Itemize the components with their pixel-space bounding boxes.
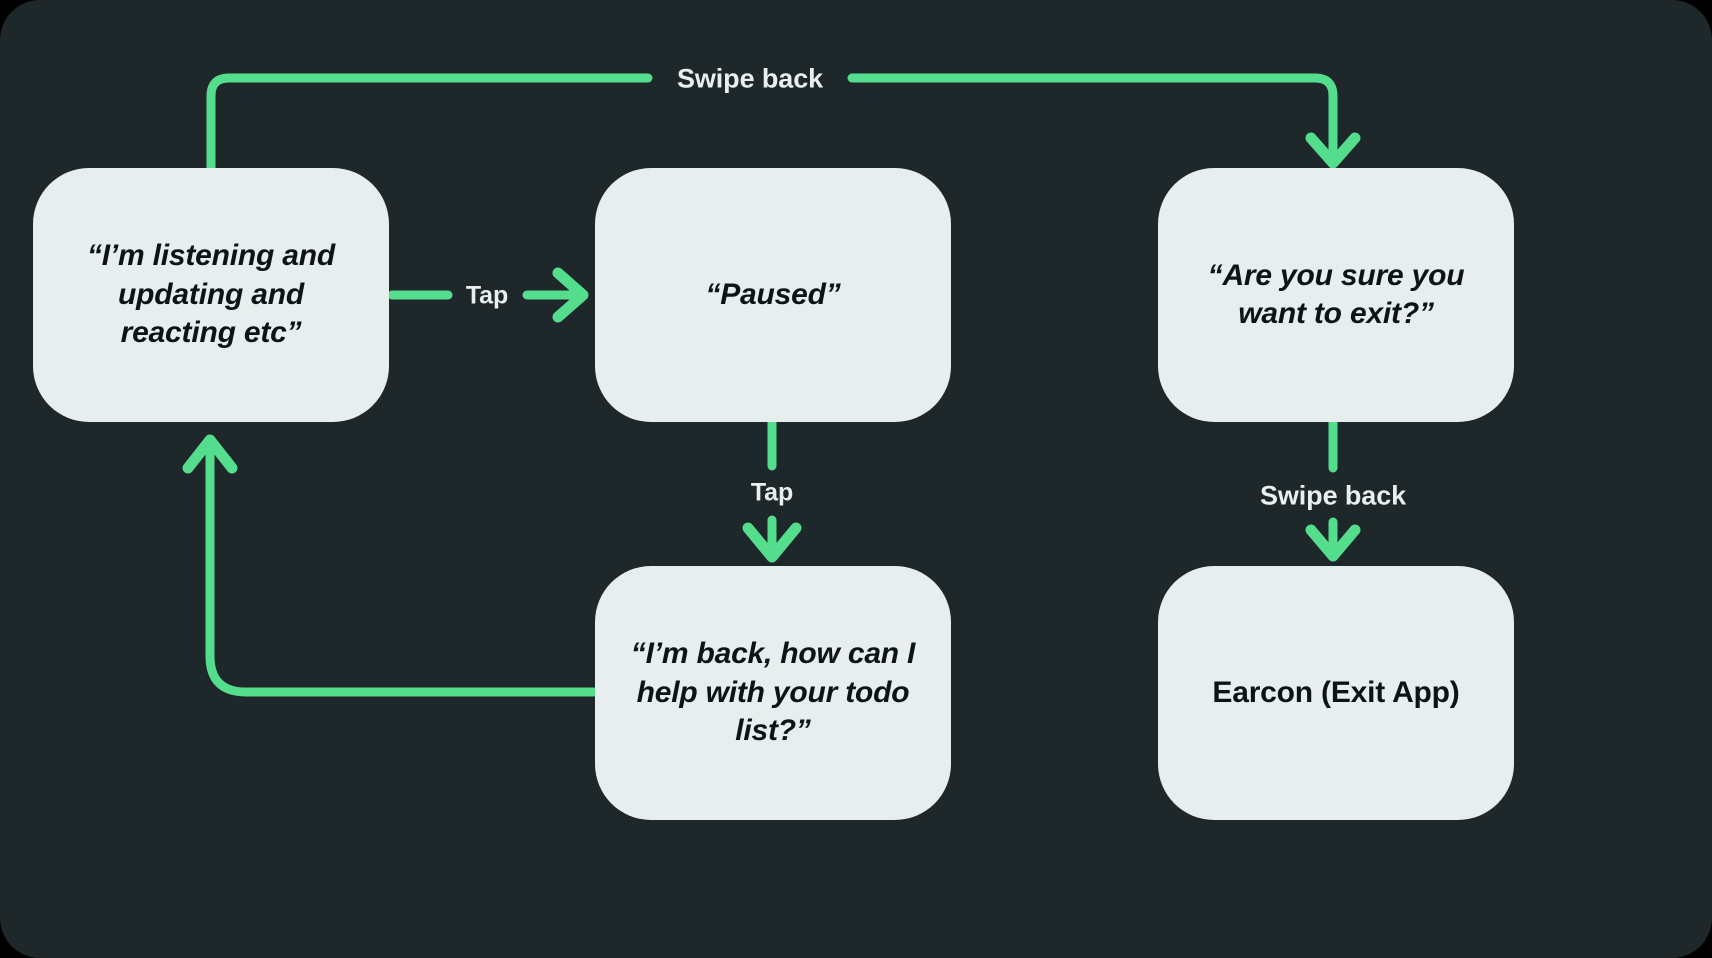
node-back-label: “I’m back, how can I help with your todo… xyxy=(630,637,916,748)
edge-label-swipe-back-top: Swipe back xyxy=(676,63,824,94)
edge-label-swipe-back-exit: Swipe back xyxy=(1259,480,1407,511)
node-confirm-exit[interactable]: “Are you sure you want to exit?” xyxy=(1158,168,1514,422)
node-earcon[interactable]: Earcon (Exit App) xyxy=(1158,566,1514,820)
node-listening[interactable]: “I’m listening and updating and reacting… xyxy=(33,168,389,422)
node-earcon-label: Earcon (Exit App) xyxy=(1212,675,1460,709)
node-confirm-exit-label: “Are you sure you want to exit?” xyxy=(1207,258,1465,330)
edge-back-to-listening xyxy=(182,434,599,697)
node-listening-label: “I’m listening and updating and reacting… xyxy=(86,239,336,350)
node-paused[interactable]: “Paused” xyxy=(595,168,951,422)
edge-label-tap-listening-paused: Tap xyxy=(465,281,509,310)
node-back[interactable]: “I’m back, how can I help with your todo… xyxy=(595,566,951,820)
edge-label-tap-paused-back: Tap xyxy=(750,478,794,507)
node-paused-label: “Paused” xyxy=(705,277,841,311)
